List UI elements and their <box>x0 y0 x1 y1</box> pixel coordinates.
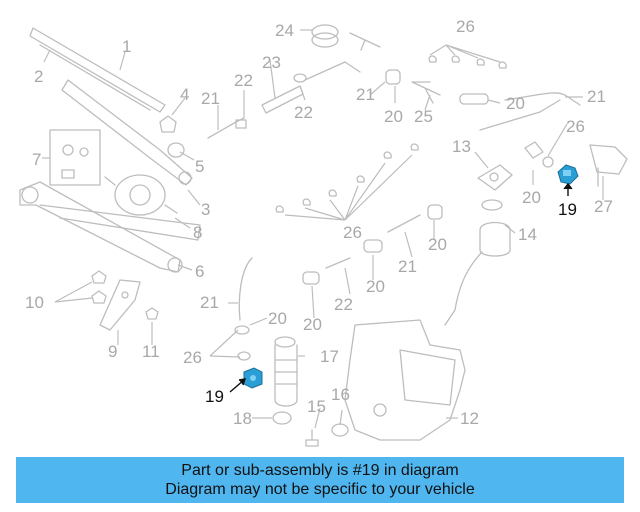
callout-26d: 26 <box>183 348 202 367</box>
washer-hose-long[interactable] <box>479 92 581 131</box>
callout-23: 23 <box>262 53 281 72</box>
wiper-blade[interactable] <box>29 27 166 113</box>
fastener-kit[interactable] <box>49 129 101 186</box>
callout-14: 14 <box>518 225 537 244</box>
arm-cap[interactable] <box>167 142 185 158</box>
callout-22a: 22 <box>234 71 253 90</box>
callout-1: 1 <box>122 37 131 56</box>
washer-hose-lower[interactable] <box>238 257 253 321</box>
hose-clips-middle[interactable] <box>275 143 419 213</box>
callout-25: 25 <box>414 107 433 126</box>
banner-line-1: Part or sub-assembly is #19 in diagram <box>181 462 459 479</box>
callout-10: 10 <box>25 293 44 312</box>
connector-22a[interactable] <box>235 119 247 129</box>
pump-grommet[interactable] <box>272 411 292 425</box>
hose-cap-d[interactable] <box>363 239 383 253</box>
arrowhead-19-upper <box>563 182 573 190</box>
inline-connector[interactable] <box>387 214 421 233</box>
pump-seal[interactable] <box>331 423 349 437</box>
hose-cap-e[interactable] <box>302 271 320 285</box>
parts-diagram: 1 2 4 5 3 7 8 6 10 9 11 24 23 22 21 22 2… <box>19 17 628 447</box>
info-banner: Part or sub-assembly is #19 in diagram D… <box>16 457 624 503</box>
connector-22c[interactable] <box>325 257 351 269</box>
callout-26c: 26 <box>343 223 362 242</box>
t-connector[interactable] <box>349 32 381 51</box>
callout-20f: 20 <box>303 315 322 334</box>
callout-19-upper: 19 <box>558 200 577 219</box>
callout-26b: 26 <box>566 117 585 136</box>
callout-20e: 20 <box>366 277 385 296</box>
callout-21e: 21 <box>200 293 219 312</box>
hose-cap-a[interactable] <box>385 69 401 85</box>
callout-20d: 20 <box>428 235 447 254</box>
callout-20b: 20 <box>506 94 525 113</box>
callout-17: 17 <box>320 347 339 366</box>
hose-cap-b[interactable] <box>459 93 489 105</box>
callout-7: 7 <box>32 150 41 169</box>
callout-13: 13 <box>452 137 471 156</box>
callout-20c: 20 <box>522 188 541 207</box>
callout-21b: 21 <box>356 85 375 104</box>
callout-26a: 26 <box>456 17 475 36</box>
hose-clips-top[interactable] <box>428 55 507 69</box>
callout-16: 16 <box>331 385 350 404</box>
level-sensor[interactable] <box>305 429 319 447</box>
hose-clip-lower[interactable] <box>234 325 251 361</box>
callout-21c: 21 <box>587 87 606 106</box>
hose-coil[interactable] <box>304 61 361 81</box>
callout-22c: 22 <box>334 295 353 314</box>
grommet[interactable] <box>311 24 339 48</box>
nozzle-bracket[interactable] <box>477 164 513 191</box>
filler-neck[interactable] <box>444 199 511 326</box>
washer-pump[interactable] <box>274 336 298 407</box>
mount-nut-lower[interactable] <box>91 290 107 304</box>
y-connector[interactable] <box>411 81 441 104</box>
callout-12: 12 <box>460 409 479 428</box>
callout-5: 5 <box>195 157 204 176</box>
callout-8: 8 <box>193 223 202 242</box>
callout-9: 9 <box>108 342 117 361</box>
mount-bolt[interactable] <box>145 307 159 320</box>
callout-11: 11 <box>142 342 160 361</box>
wiper-arm[interactable] <box>61 79 193 186</box>
callout-20a: 20 <box>384 107 403 126</box>
callout-22b: 22 <box>294 103 313 122</box>
connector-22b[interactable] <box>293 73 307 83</box>
hose-cap-c[interactable] <box>427 204 443 220</box>
callout-15: 15 <box>307 397 326 416</box>
mount-nut-upper[interactable] <box>91 270 107 284</box>
callout-21a: 21 <box>201 89 220 108</box>
callout-24: 24 <box>275 21 294 40</box>
washer-nozzle-cluster[interactable] <box>524 141 628 175</box>
callout-18: 18 <box>233 409 252 428</box>
arm-nut[interactable] <box>159 115 177 133</box>
motor-bracket[interactable] <box>99 279 141 331</box>
arrowhead-19-lower <box>238 378 247 386</box>
part-19-upper[interactable] <box>557 164 579 185</box>
callout-27: 27 <box>594 197 613 216</box>
callout-4: 4 <box>180 85 189 104</box>
washer-reservoir[interactable] <box>344 319 466 441</box>
callout-3: 3 <box>201 200 210 219</box>
wiper-linkage[interactable] <box>19 181 201 273</box>
callout-19-lower: 19 <box>205 387 224 406</box>
callout-2: 2 <box>34 67 43 86</box>
part-19-lower[interactable] <box>243 367 263 389</box>
callout-20g: 20 <box>268 309 287 328</box>
callout-6: 6 <box>195 262 204 281</box>
callout-21d: 21 <box>398 257 417 276</box>
banner-line-2: Diagram may not be specific to your vehi… <box>165 481 475 498</box>
wiper-motor[interactable] <box>104 174 178 216</box>
